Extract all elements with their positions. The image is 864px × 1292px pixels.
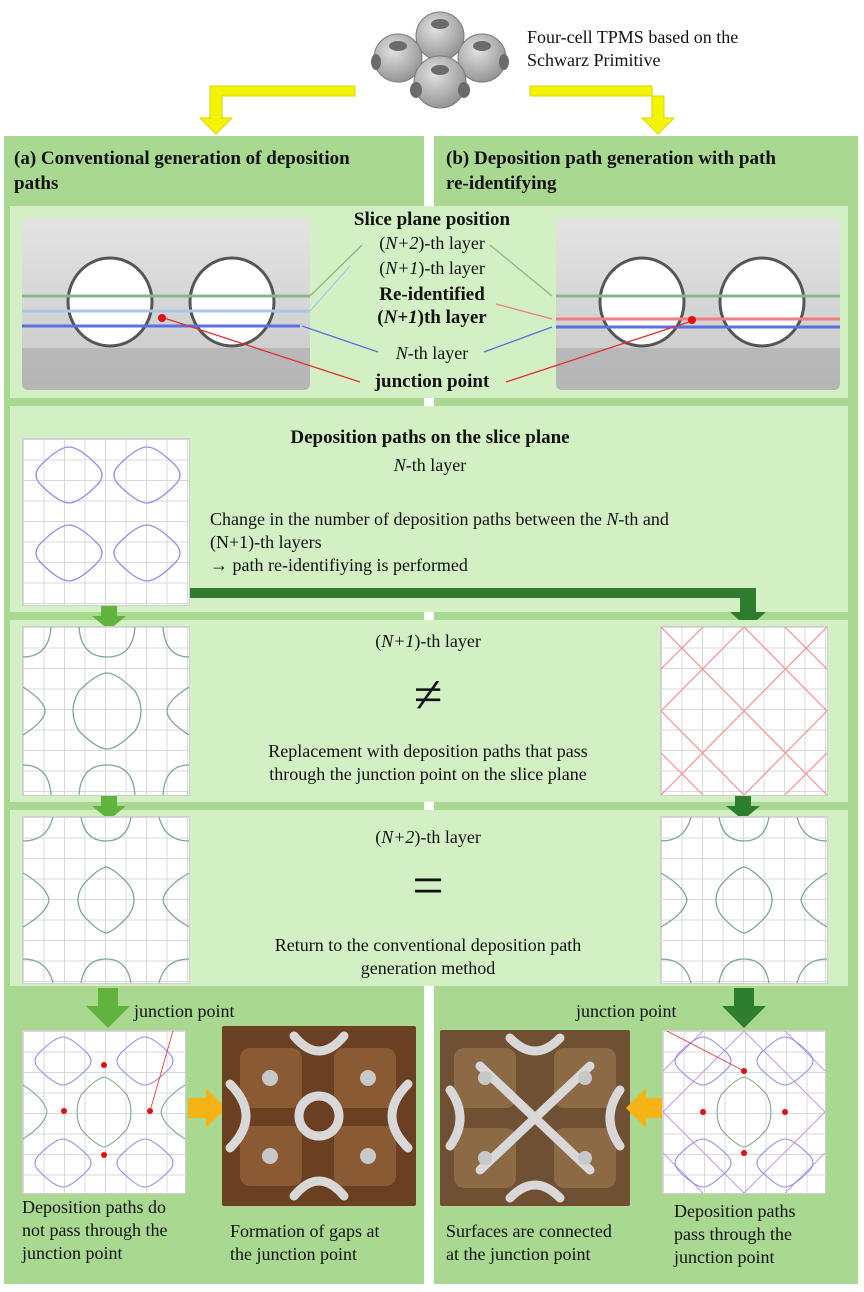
not-equal-symbol: ≠ <box>413 667 443 724</box>
equal-symbol: = <box>412 855 444 917</box>
orange-arrow-right <box>626 1088 664 1128</box>
return-text: Return to the conventional deposition pa… <box>274 935 582 978</box>
junction-label-bottom-left: junction point <box>134 1001 235 1021</box>
caption-gaps: Formation of gaps at the junction point <box>230 1221 380 1264</box>
arrow-down-bottom-left <box>86 988 130 1028</box>
junction-label-top: junction point <box>374 371 490 392</box>
reidentified-label: Re-identified (N+1)th layer <box>377 284 487 328</box>
layer-n2-label: (N+2)-th layer <box>379 233 485 253</box>
arrow-down-left-2 <box>92 796 126 820</box>
caption-not-pass: Deposition paths do not pass through the… <box>22 1197 168 1263</box>
slice-lines <box>22 244 840 383</box>
photo-connected <box>440 1030 630 1206</box>
paths-layer-label: N-th layer <box>393 455 467 475</box>
change-text: Change in the number of deposition paths… <box>210 509 669 575</box>
n1-layer-label: (N+1)-th layer <box>375 631 481 651</box>
paths-title: Deposition paths on the slice plane <box>290 427 570 448</box>
grid-n-layer <box>22 438 190 606</box>
n2-layer-label: (N+2)-th layer <box>375 827 481 847</box>
lattice-right <box>556 218 840 390</box>
reidentify-arrow <box>190 588 766 628</box>
arrow-down-right-2 <box>726 796 760 820</box>
grid-n2-left <box>22 816 190 984</box>
layer-n1-label: (N+1)-th layer <box>379 258 485 278</box>
arrow-down-left-1 <box>92 606 126 630</box>
tpms-illustration <box>350 6 530 116</box>
junction-label-bottom-right: junction point <box>576 1001 677 1021</box>
tpms-caption: Four-cell TPMS based on the Schwarz Prim… <box>527 27 739 70</box>
caption-connected: Surfaces are connected at the junction p… <box>446 1221 612 1264</box>
left-panel-title: (a) Conventional generation of depositio… <box>14 148 350 194</box>
lattice-left <box>22 218 310 390</box>
grid-n1-left <box>22 626 190 796</box>
yellow-arrows <box>198 85 676 135</box>
caption-pass: Deposition paths pass through the juncti… <box>674 1201 796 1267</box>
right-panel-title: (b) Deposition path generation with path… <box>446 148 776 194</box>
photo-gaps <box>222 1026 416 1206</box>
orange-arrow-left <box>188 1088 226 1128</box>
layer-n-label: N-th layer <box>395 343 469 363</box>
grid-bottom-right <box>662 1030 826 1194</box>
grid-bottom-left <box>22 1030 186 1194</box>
replace-text: Replacement with deposition paths that p… <box>268 741 588 784</box>
grid-n1-right <box>660 626 828 796</box>
grid-n2-right <box>660 816 828 984</box>
slice-title: Slice plane position <box>353 209 511 230</box>
arrow-down-bottom-right <box>722 988 766 1028</box>
